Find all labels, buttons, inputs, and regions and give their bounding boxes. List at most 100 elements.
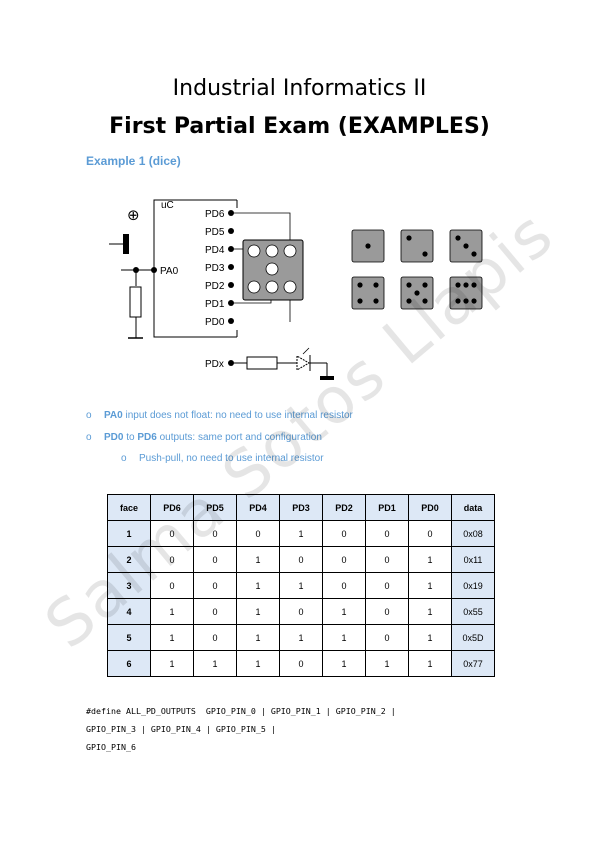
bit-cell: 0 [322, 520, 366, 547]
table-row: 1 0 0 0 1 0 0 0 0x08 [107, 520, 495, 547]
bit-cell: 0 [193, 572, 237, 599]
bit-cell: 0 [150, 572, 194, 599]
output-pin-labels: PD6 PD5 PD4 PD3 PD2 PD1 PD0 [205, 209, 225, 328]
bit-cell: 1 [279, 624, 323, 651]
bit-cell: 1 [322, 624, 366, 651]
bullet-marker: o [86, 432, 92, 443]
course-title: Industrial Informatics II [172, 76, 427, 101]
face-cell: 5 [107, 624, 151, 651]
led-arrow [302, 347, 310, 355]
dice-circuit-diagram: uC ⊕ PA0 PD6 PD5 PD4 PD3 PD2 PD1 PD0 [109, 199, 483, 380]
bit-cell: 1 [236, 650, 280, 677]
data-cell: 0x77 [451, 650, 495, 677]
pd2-label: PD2 [205, 281, 225, 292]
note-pd6-pin: PD6 [137, 432, 157, 443]
bit-cell: 0 [279, 650, 323, 677]
bit-cell: 1 [150, 598, 194, 625]
bit-cell: 1 [236, 624, 280, 651]
table-row: 2 0 0 1 0 0 0 1 0x11 [107, 546, 495, 573]
pd6-label: PD6 [205, 209, 225, 220]
pa0-label: PA0 [160, 266, 179, 277]
bit-cell: 1 [408, 624, 452, 651]
pull-down-resistor [129, 286, 142, 318]
table-row: 4 1 0 1 0 1 0 1 0x55 [107, 598, 495, 625]
bit-cell: 0 [279, 546, 323, 573]
code-line: GPIO_PIN_3 | GPIO_PIN_4 | GPIO_PIN_5 | [86, 724, 276, 734]
bit-cell: 1 [408, 546, 452, 573]
col-pd3: PD3 [279, 494, 323, 521]
pd0-label: PD0 [205, 317, 225, 328]
table-header-row: face PD6 PD5 PD4 PD3 PD2 PD1 PD0 data [107, 494, 495, 521]
note-pa0-text: input does not float: no need to use int… [122, 410, 353, 421]
note-pa0-pin: PA0 [104, 410, 123, 421]
bit-cell: 1 [150, 650, 194, 677]
bit-cell: 1 [408, 572, 452, 599]
bit-cell: 0 [150, 520, 194, 547]
bit-cell: 0 [365, 598, 409, 625]
bit-cell: 0 [193, 520, 237, 547]
col-pd5: PD5 [193, 494, 237, 521]
bit-cell: 1 [322, 650, 366, 677]
bit-cell: 1 [279, 572, 323, 599]
col-pd4: PD4 [236, 494, 280, 521]
col-pd6: PD6 [150, 494, 194, 521]
die-face-6 [449, 276, 483, 310]
data-cell: 0x55 [451, 598, 495, 625]
bit-cell: 1 [408, 650, 452, 677]
pa0-pin-dot [151, 267, 157, 273]
bit-cell: 1 [193, 650, 237, 677]
bit-cell: 1 [236, 598, 280, 625]
die-face-2 [400, 229, 434, 263]
bit-cell: 0 [279, 598, 323, 625]
table-row: 5 1 0 1 1 1 0 1 0x5D [107, 624, 495, 651]
table-row: 3 0 0 1 1 0 0 1 0x19 [107, 572, 495, 599]
note-pd-to: to [123, 432, 138, 443]
plus-symbol-icon: ⊕ [127, 206, 140, 224]
pd4-label: PD4 [205, 245, 225, 256]
note-pd0-pin: PD0 [104, 432, 124, 443]
dice-faces [351, 229, 483, 310]
series-resistor [246, 356, 278, 370]
face-cell: 6 [107, 650, 151, 677]
face-cell: 2 [107, 546, 151, 573]
code-block: #define ALL_PD_OUTPUTS GPIO_PIN_0 | GPIO… [86, 702, 396, 756]
data-cell: 0x08 [451, 520, 495, 547]
led-symbol [296, 355, 310, 371]
dice-pips [357, 235, 477, 304]
col-data: data [451, 494, 495, 521]
die-face-4 [351, 276, 385, 310]
pd3-label: PD3 [205, 263, 225, 274]
note-pa0: PA0 input does not float: no need to use… [104, 410, 353, 421]
col-face: face [107, 494, 151, 521]
face-cell: 1 [107, 520, 151, 547]
data-cell: 0x5D [451, 624, 495, 651]
bit-cell: 0 [365, 520, 409, 547]
bit-cell: 1 [279, 520, 323, 547]
led-die-leds [247, 244, 297, 294]
bit-cell: 1 [236, 546, 280, 573]
pdx-label: PDx [205, 359, 224, 370]
bit-cell: 0 [322, 572, 366, 599]
uc-label: uC [161, 200, 174, 211]
pd5-label: PD5 [205, 227, 225, 238]
bit-cell: 0 [193, 546, 237, 573]
data-cell: 0x11 [451, 546, 495, 573]
output-pin-dots [228, 210, 234, 324]
bit-cell: 0 [365, 572, 409, 599]
bit-cell: 0 [365, 624, 409, 651]
bit-cell: 1 [236, 572, 280, 599]
bit-cell: 0 [322, 546, 366, 573]
pd1-label: PD1 [205, 299, 225, 310]
bit-cell: 1 [365, 650, 409, 677]
face-cell: 3 [107, 572, 151, 599]
bit-cell: 1 [408, 598, 452, 625]
note-pd-text: outputs: same port and configuration [156, 432, 322, 443]
bullet-marker: o [86, 410, 92, 421]
code-line: #define ALL_PD_OUTPUTS GPIO_PIN_0 | GPIO… [86, 706, 396, 716]
gpio-truth-table: face PD6 PD5 PD4 PD3 PD2 PD1 PD0 data 1 … [107, 494, 495, 677]
pdx-pin-dot [228, 360, 234, 366]
data-cell: 0x19 [451, 572, 495, 599]
bit-cell: 0 [150, 546, 194, 573]
bit-cell: 0 [408, 520, 452, 547]
bit-cell: 0 [193, 598, 237, 625]
